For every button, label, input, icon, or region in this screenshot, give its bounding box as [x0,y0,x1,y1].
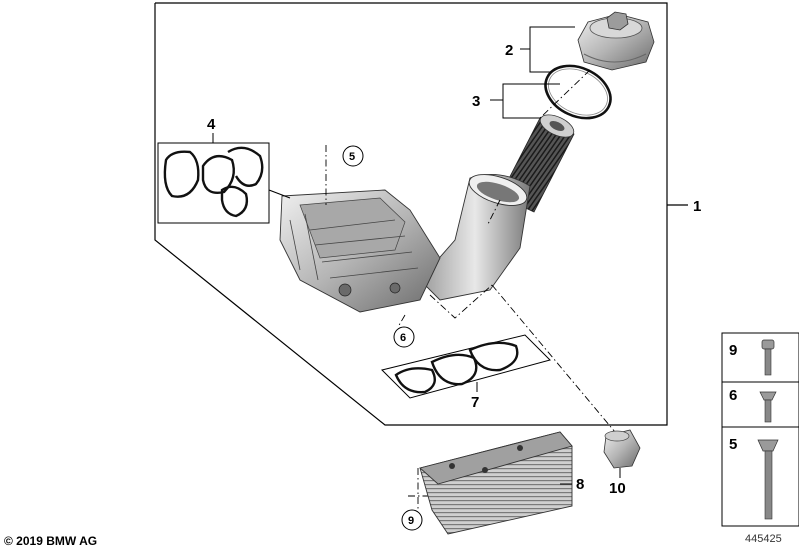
oil-filter-housing [419,173,531,301]
callout-bracket-3 [490,83,560,119]
oil-cooler [419,431,573,535]
circled-references: 5 6 9 [342,145,423,531]
oil-filter-module-body [279,189,441,313]
callout-3: 3 [472,93,480,110]
legend-label-9: 9 [729,342,737,359]
callout-1: 1 [693,198,701,215]
legend-label-5: 5 [729,436,737,453]
callout-10: 10 [609,480,626,497]
circled-callout-9: 9 [408,515,414,527]
copyright-text: © 2019 BMW AG [4,534,98,548]
fastener-legend [721,332,799,527]
assembly-frame [154,2,688,426]
gasket-set-box [157,133,291,224]
callout-labels: 1 2 3 4 7 8 10 [207,42,701,497]
callout-2: 2 [505,42,513,59]
assembly-axes [325,69,616,510]
circled-callout-6: 6 [400,332,406,344]
legend-label-6: 6 [729,387,737,404]
diagram-id: 445425 [745,533,782,545]
valve-part [603,429,641,478]
callout-8: 8 [576,476,584,493]
callout-bracket-2 [520,26,575,73]
oil-filter-cap [577,11,655,71]
bolt-icon-5 [757,439,779,520]
callout-7: 7 [471,394,479,411]
bolt-icon-9 [761,339,775,376]
gasket-set-lower [381,334,551,399]
circled-callout-5: 5 [349,151,355,163]
legend-labels: 9 6 5 [729,342,737,453]
callout-4: 4 [207,116,216,133]
bolt-icon-6 [759,391,777,423]
